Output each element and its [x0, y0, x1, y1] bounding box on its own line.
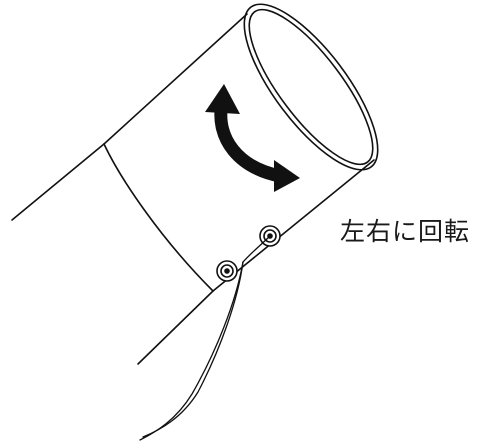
screw-terminal-left [216, 260, 238, 282]
wire-segment-2 [142, 261, 244, 438]
pipe-lower-edge [137, 290, 214, 365]
sleeve-upper-edge [103, 13, 248, 145]
sleeve-rim-inner [248, 8, 374, 166]
sleeve-rim-outer [243, 3, 379, 171]
rotation-caption: 左右に回転 [340, 217, 471, 246]
screw-terminal-icon [216, 225, 281, 282]
sleeve-lower-edge [212, 159, 375, 292]
curved-double-arrow-icon [205, 84, 300, 192]
wire-segment-3 [139, 261, 244, 441]
sleeve-seam [103, 143, 214, 292]
pipe-upper-edge [11, 143, 105, 221]
wire-segment-1 [242, 235, 271, 263]
